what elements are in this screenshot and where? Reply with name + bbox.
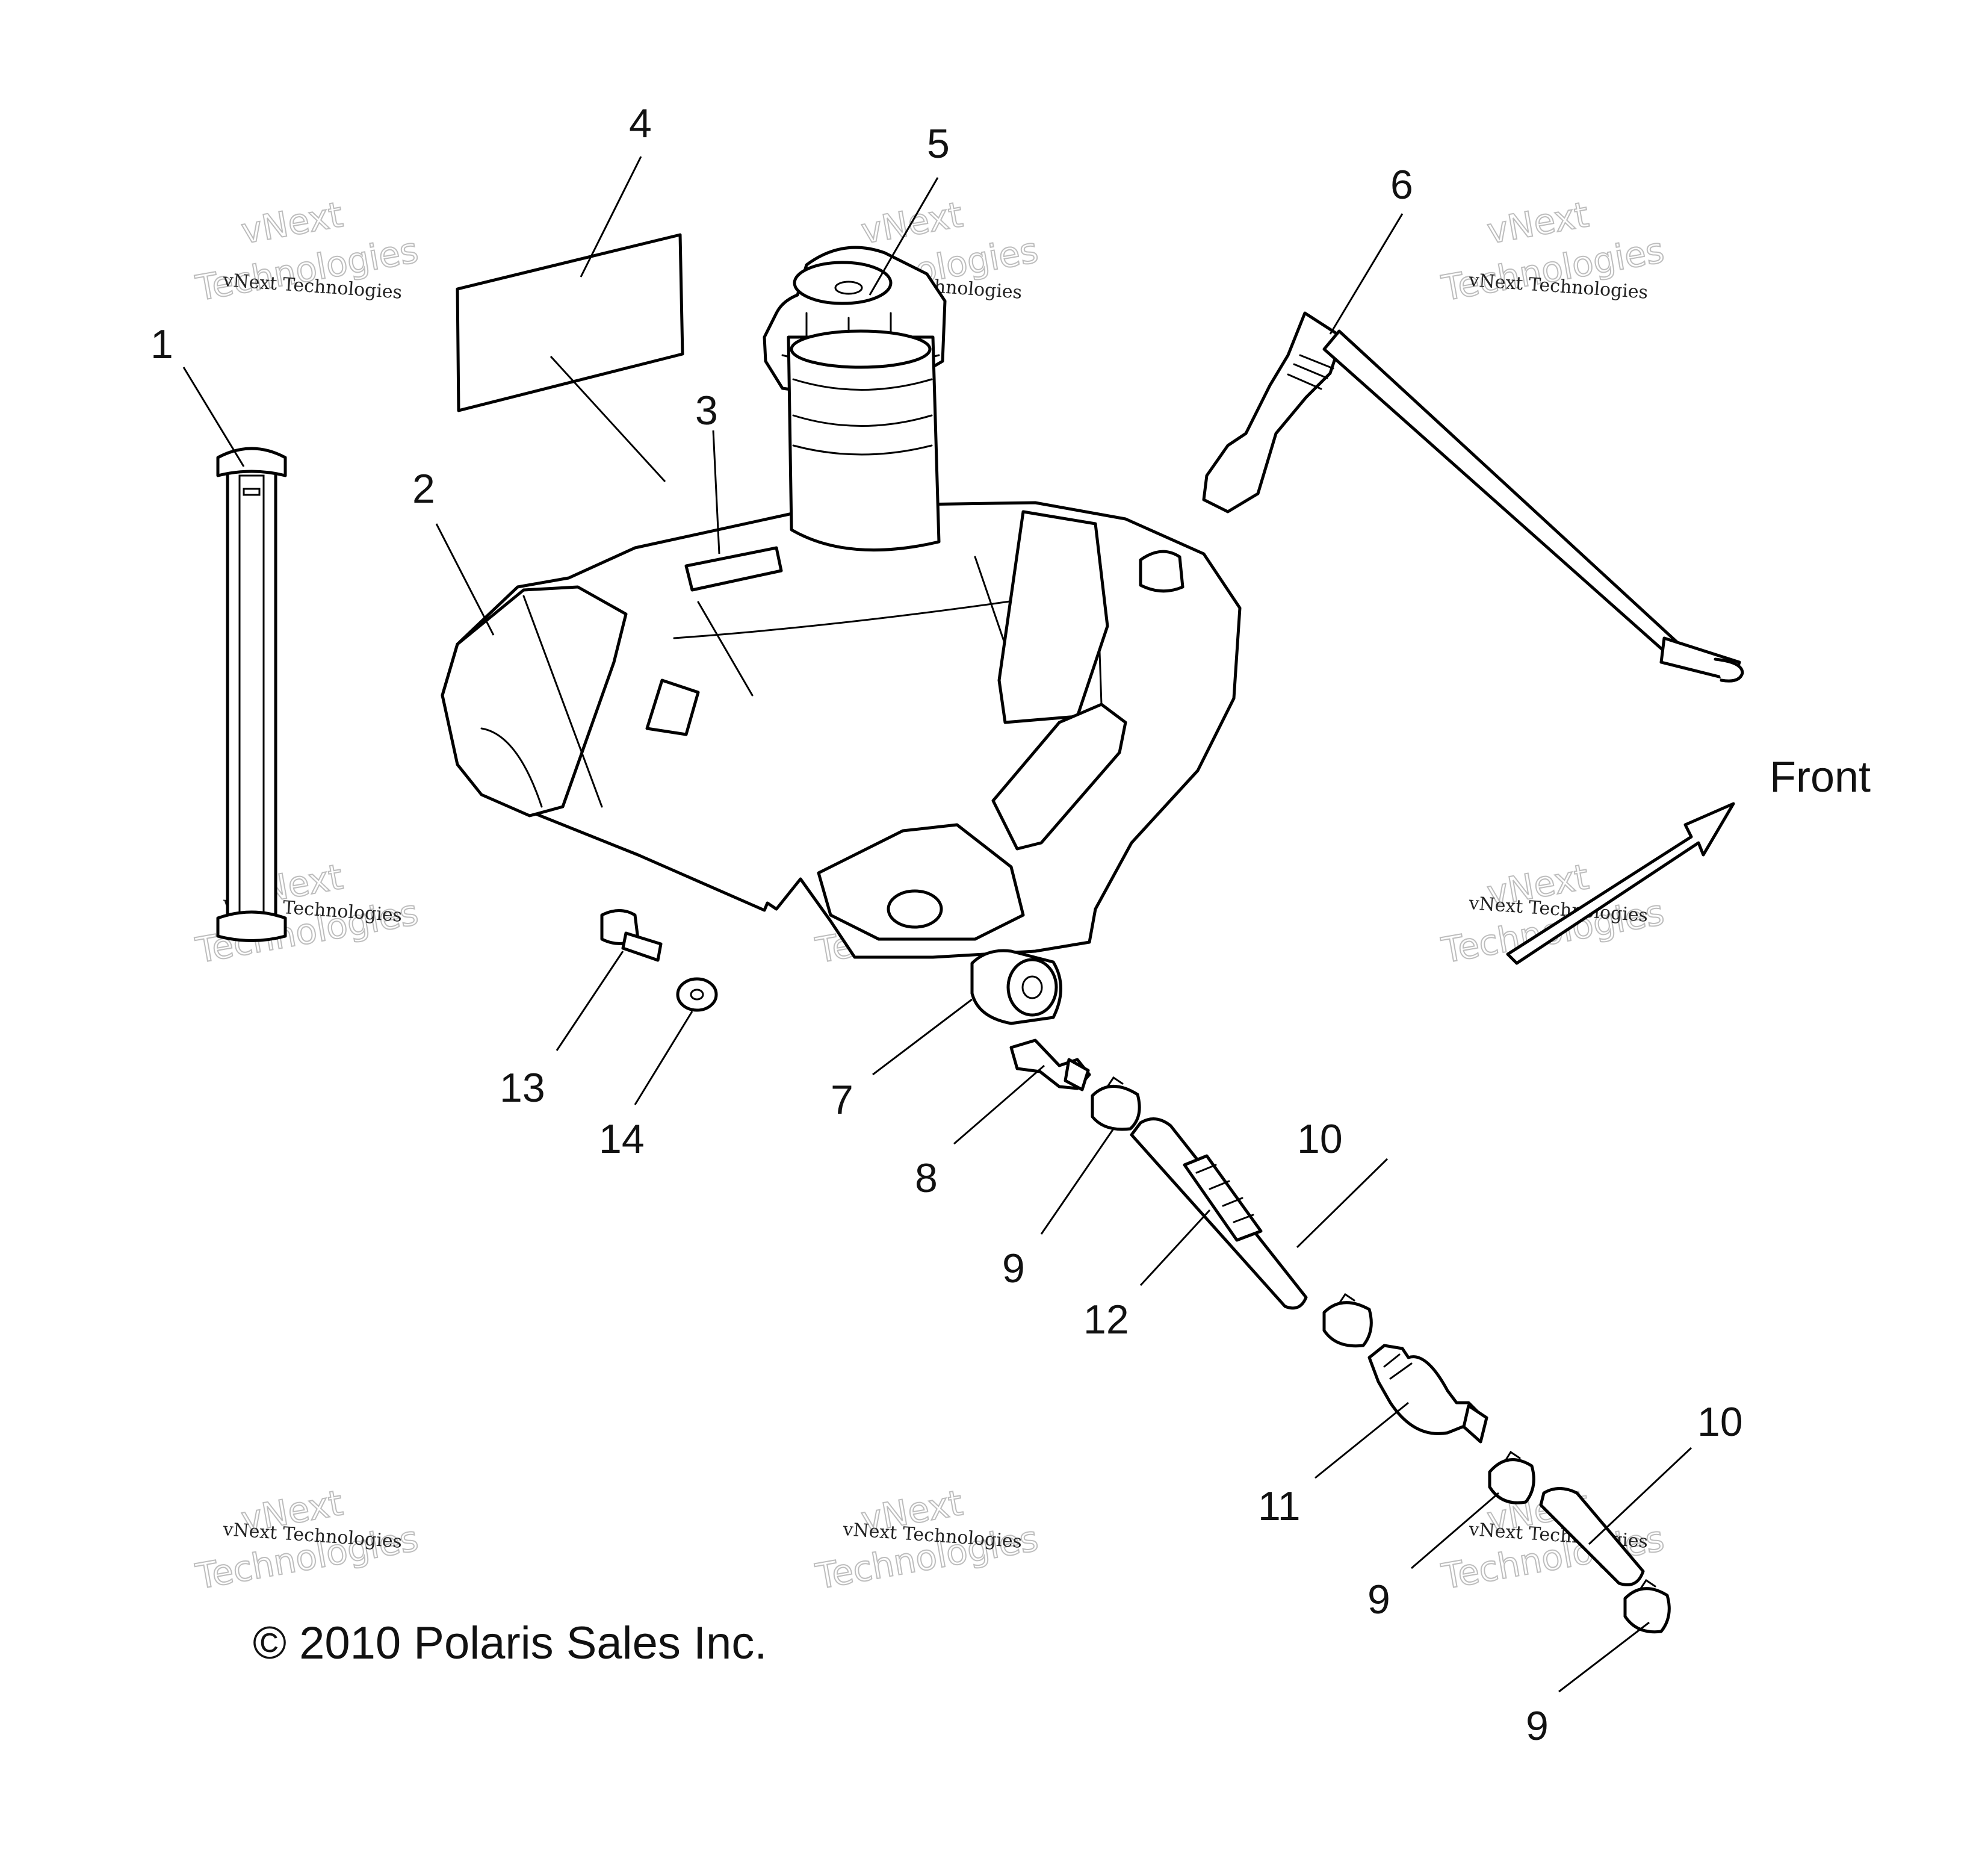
- leader-line: [872, 998, 973, 1076]
- part-fuel-filter[interactable]: [1367, 1344, 1488, 1444]
- leader-lines: [182, 156, 1692, 1693]
- callout-1[interactable]: 1: [150, 321, 173, 367]
- leader-line: [634, 1011, 693, 1105]
- leader-line: [556, 951, 624, 1051]
- callout-9[interactable]: 9: [1367, 1577, 1390, 1622]
- callout-6[interactable]: 6: [1390, 162, 1413, 208]
- part-clamp[interactable]: [1322, 1293, 1373, 1348]
- copyright-text: © 2010 Polaris Sales Inc.: [253, 1618, 767, 1669]
- leader-line: [1040, 1128, 1115, 1235]
- callout-9[interactable]: 9: [1526, 1703, 1549, 1749]
- leader-line: [869, 177, 939, 296]
- leader-line: [1314, 1401, 1409, 1479]
- leader-line: [1329, 213, 1404, 335]
- part-clamp[interactable]: [1091, 1076, 1141, 1131]
- leader-line: [1558, 1621, 1650, 1693]
- leader-line: [1588, 1447, 1692, 1545]
- callout-10[interactable]: 10: [1297, 1116, 1343, 1162]
- part-decal[interactable]: [456, 233, 684, 412]
- part-fitting[interactable]: [1009, 1038, 1091, 1091]
- callout-13[interactable]: 13: [500, 1065, 545, 1111]
- part-short-hose[interactable]: [1539, 1487, 1645, 1586]
- front-label: Front: [1770, 753, 1871, 801]
- callout-4[interactable]: 4: [629, 101, 652, 146]
- front-arrow: [1506, 802, 1735, 965]
- leader-line: [580, 156, 642, 278]
- part-strap[interactable]: [216, 447, 287, 942]
- part-washer[interactable]: [676, 977, 718, 1012]
- callout-10[interactable]: 10: [1697, 1399, 1743, 1445]
- leader-line: [1139, 1209, 1211, 1287]
- callout-3[interactable]: 3: [695, 388, 718, 433]
- part-clamp[interactable]: [1488, 1450, 1535, 1504]
- callout-8[interactable]: 8: [915, 1155, 938, 1201]
- callout-2[interactable]: 2: [412, 466, 435, 512]
- leader-line: [435, 523, 495, 636]
- leader-line: [1296, 1158, 1389, 1249]
- part-clamp[interactable]: [1623, 1578, 1671, 1634]
- callout-9[interactable]: 9: [1002, 1246, 1025, 1291]
- callout-12[interactable]: 12: [1083, 1297, 1129, 1342]
- leader-line: [182, 367, 245, 467]
- part-fuel-tank[interactable]: [441, 329, 1242, 959]
- callout-5[interactable]: 5: [927, 121, 950, 167]
- leader-line: [953, 1064, 1045, 1145]
- leader-line: [712, 430, 720, 554]
- leader-line: [1411, 1492, 1499, 1569]
- watermark-text-big: vNext: [1484, 194, 1592, 252]
- callout-11[interactable]: 11: [1258, 1483, 1301, 1529]
- callout-14[interactable]: 14: [599, 1116, 645, 1162]
- part-grommet[interactable]: [970, 949, 1062, 1025]
- watermark-text-big: vNext: [238, 194, 346, 252]
- part-fuel-sensor[interactable]: [1202, 311, 1744, 683]
- part-bolt[interactable]: [600, 909, 663, 962]
- callout-7[interactable]: 7: [831, 1077, 853, 1123]
- callout-labels: 1 2 3 4 5 6 7 8 9 10 12 11 9 10 9 13 14: [150, 101, 1743, 1749]
- part-hose[interactable]: [1130, 1117, 1308, 1310]
- leader-line: [550, 355, 666, 483]
